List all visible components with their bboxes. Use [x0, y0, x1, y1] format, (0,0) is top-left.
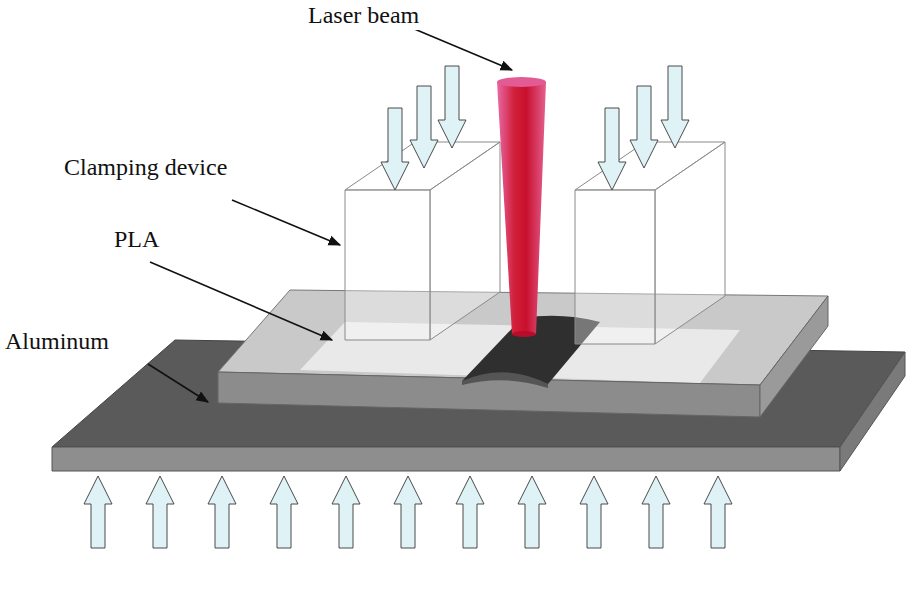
aluminum-side: [840, 352, 905, 471]
part-label: Clamping device: [62, 154, 229, 182]
force-arrow: [146, 476, 174, 548]
force-arrow: [456, 476, 484, 548]
clamp-side: [430, 142, 500, 340]
leader-line: [412, 28, 512, 70]
force-arrow: [270, 476, 298, 548]
force-arrow: [381, 108, 409, 190]
weld-seam-front: [462, 372, 548, 388]
leader-lines: [148, 28, 512, 402]
laser-beam: [497, 77, 546, 337]
force-arrow: [84, 476, 112, 548]
leader-line: [148, 364, 208, 402]
laser-spot: [512, 331, 536, 337]
aluminum-front: [52, 447, 840, 471]
force-arrow: [580, 476, 608, 548]
force-arrow: [518, 476, 546, 548]
leader-line: [150, 262, 332, 340]
force-arrow: [438, 66, 466, 148]
pla-side: [760, 296, 828, 417]
leader-line: [232, 200, 340, 245]
force-arrow: [630, 86, 658, 168]
clamping-device-left: [345, 142, 500, 340]
clamp-side: [655, 142, 725, 344]
force-arrow: [332, 476, 360, 548]
laser-top: [497, 77, 546, 87]
force-arrow: [208, 476, 236, 548]
force-arrow: [598, 108, 626, 190]
part-label: Aluminum: [3, 328, 111, 356]
part-label: Laser beam: [306, 2, 421, 30]
clamp-front: [345, 190, 430, 340]
force-arrows: [84, 66, 732, 548]
pla-front: [218, 372, 760, 417]
force-arrow: [704, 476, 732, 548]
clamp-front: [575, 190, 655, 344]
part-label: PLA: [112, 226, 161, 254]
force-arrow: [394, 476, 422, 548]
force-arrow: [642, 476, 670, 548]
clamping-device-right: [575, 142, 725, 344]
force-arrow: [410, 86, 438, 168]
laser-cone: [497, 82, 546, 334]
force-arrow: [661, 66, 689, 148]
